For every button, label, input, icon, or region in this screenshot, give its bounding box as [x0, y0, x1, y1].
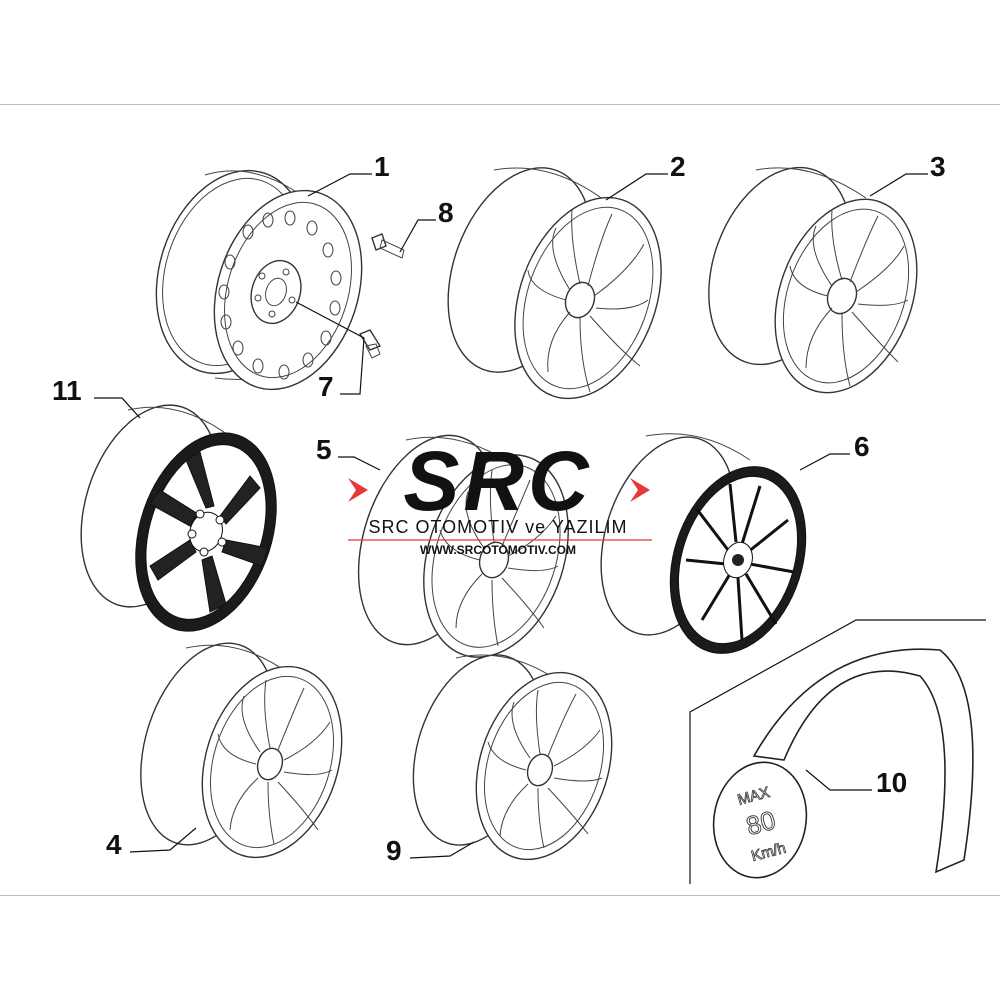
- alloy-wheel-2: [447, 167, 662, 400]
- callout-11: 11: [52, 375, 82, 406]
- callout-6: 6: [854, 431, 870, 462]
- callout-2: 2: [670, 151, 686, 182]
- callout-3: 3: [930, 151, 946, 182]
- callout-4: 4: [106, 829, 122, 860]
- callout-numbers: 1 2 3 8 7 11 5 6 4 9 10: [52, 151, 946, 866]
- callout-1: 1: [374, 151, 390, 182]
- leader-lines: [94, 173, 928, 859]
- src-logo: SRC: [403, 434, 592, 528]
- company-url: WWW.SRCOTOMOTIV.COM: [420, 543, 576, 557]
- wheel-bolt-8: [371, 233, 405, 259]
- alloy-wheel-3: [708, 166, 918, 394]
- spare-tyre-part-10: MAX 80 Km/h: [689, 619, 986, 884]
- alloy-wheel-9: [412, 654, 613, 861]
- left-chevron-icon: [348, 478, 368, 502]
- wheel-bolt-7: [358, 329, 382, 359]
- right-chevron-icon: [630, 478, 650, 502]
- alloy-wheel-11: [80, 404, 277, 632]
- diagram-frame: [0, 104, 1000, 896]
- callout-5: 5: [316, 434, 332, 465]
- alloy-wheel-4: [140, 642, 343, 859]
- company-name: SRC OTOMOTIV ve YAZILIM: [368, 517, 627, 537]
- callout-10: 10: [876, 767, 907, 798]
- callout-9: 9: [386, 835, 402, 866]
- src-watermark: SRC SRC OTOMOTIV ve YAZILIM WWW.SRCOTOMO…: [348, 434, 652, 557]
- steel-wheel-1: [155, 169, 363, 391]
- callout-7: 7: [318, 371, 334, 402]
- callout-8: 8: [438, 197, 454, 228]
- alloy-wheel-6: [600, 433, 807, 654]
- alloy-wheel-5: [357, 434, 569, 658]
